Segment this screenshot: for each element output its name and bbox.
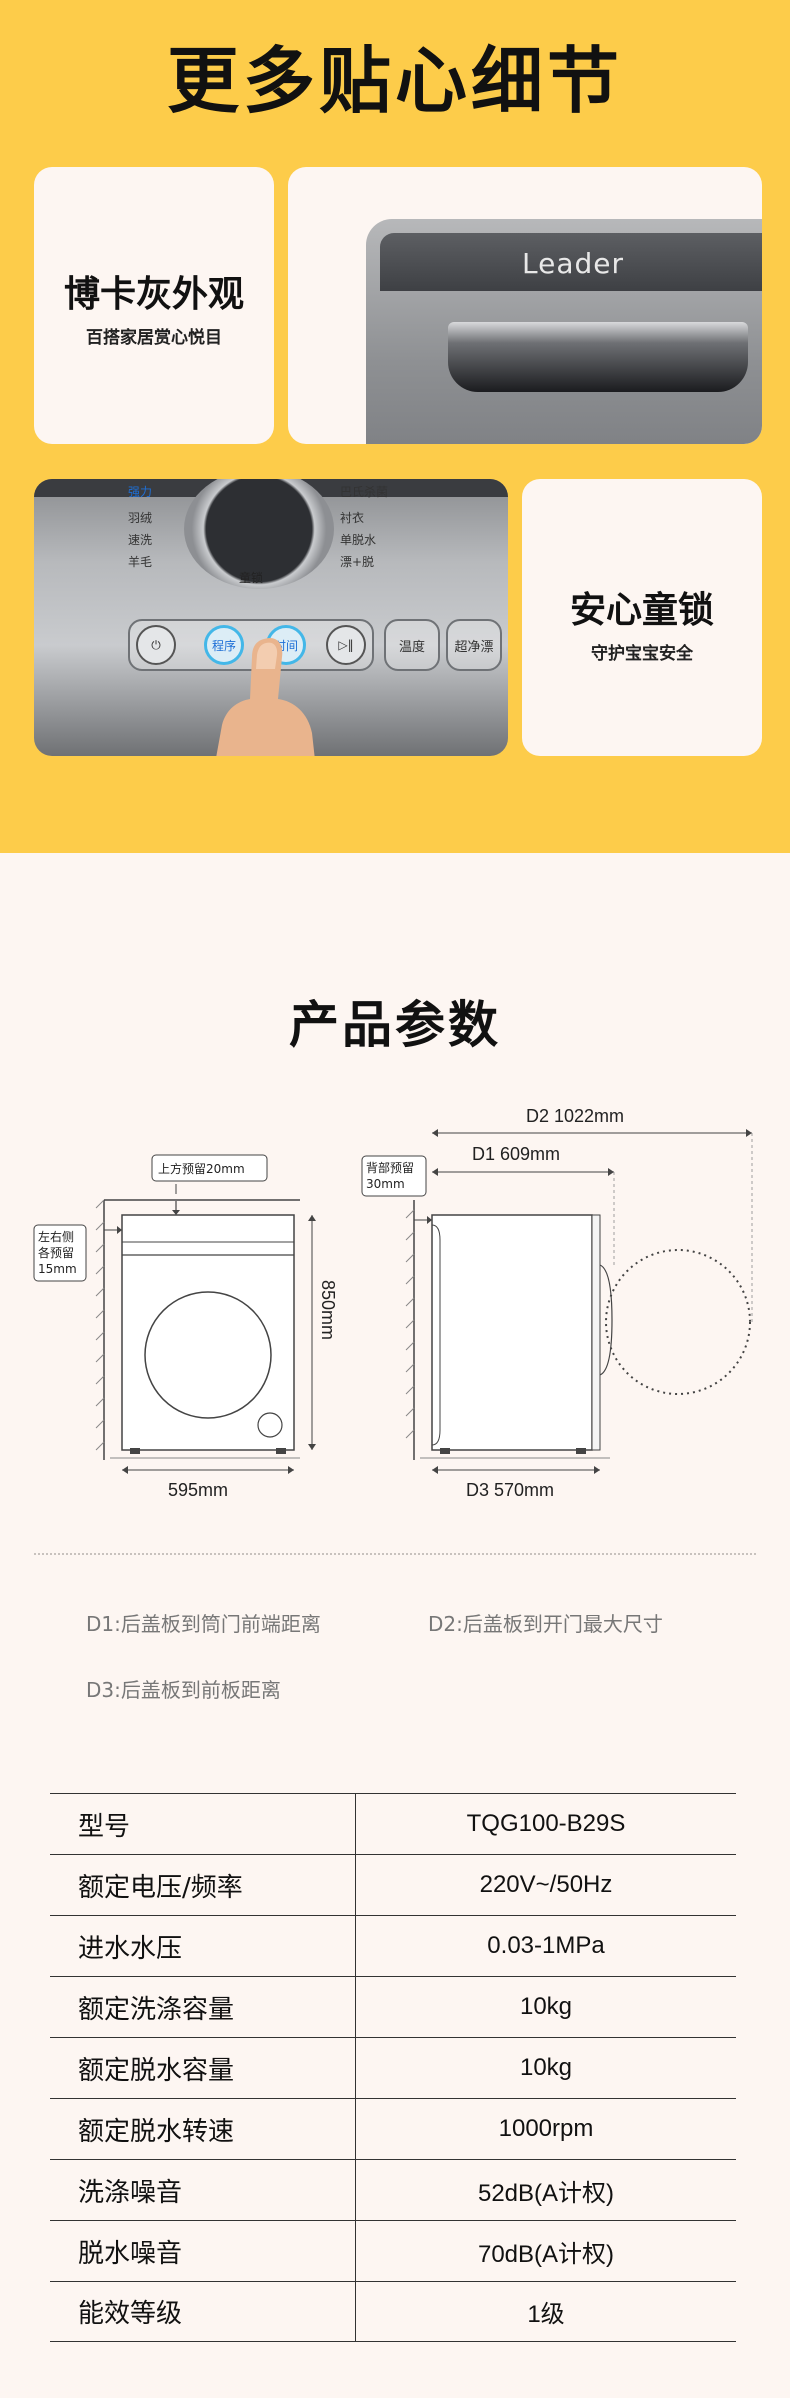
detergent-drawer (448, 322, 748, 392)
d2-label: D2 1022mm (526, 1106, 624, 1126)
table-row: 额定脱水容量 10kg (50, 2037, 736, 2098)
spec-value: 220V~/50Hz (355, 1855, 736, 1915)
side-reserve-line3: 15mm (38, 1262, 77, 1276)
panel-label-shirt: 衬衣 (340, 511, 365, 525)
spec-key: 进水水压 (78, 1933, 183, 1964)
dotted-divider (34, 1553, 756, 1555)
power-icon: ⏻ (151, 637, 161, 652)
spec-key: 脱水噪音 (78, 2238, 183, 2269)
panel-label-quick: 速洗 (128, 533, 153, 547)
back-reserve-line2: 30mm (366, 1177, 405, 1191)
spec-key: 能效等级 (78, 2299, 183, 2329)
dimension-diagram: 上方预留20mm 左右侧 各预留 15mm 850mm 595mm (33, 1106, 753, 1500)
start-pause-button[interactable]: ▷‖ (326, 625, 366, 665)
front-view: 上方预留20mm 左右侧 各预留 15mm 850mm 595mm (33, 1154, 338, 1500)
super-rinse-button[interactable]: 超净漂 (446, 619, 502, 671)
spec-key: 额定脱水容量 (78, 2055, 235, 2086)
panel-label-rinse: 漂+脱 (340, 555, 375, 569)
d1-label: D1 609mm (472, 1144, 560, 1164)
feature-card-appearance: 博卡灰外观 百搭家居赏心悦目 (34, 167, 274, 444)
spec-value: 1000rpm (355, 2099, 736, 2159)
params-title: 产品参数 (289, 996, 501, 1054)
panel-label-down: 羽绒 (128, 511, 153, 525)
control-panel-photo: 强力 羽绒 速洗 羊毛 巴氏杀菌 衬衣 单脱水 漂+脱 童锁 ⏻ 程序 时间 ▷… (34, 479, 508, 756)
program-button-label: 程序 (211, 638, 236, 653)
width-label: 595mm (168, 1480, 228, 1500)
panel-label-spin: 单脱水 (340, 533, 377, 547)
spec-key: 额定电压/频率 (78, 1872, 243, 1903)
machine-top-panel (380, 233, 762, 291)
feature-title-appearance: 博卡灰外观 (63, 274, 244, 315)
super-rinse-button-label: 超净漂 (454, 639, 494, 655)
feature-subtitle-appearance: 百搭家居赏心悦目 (86, 328, 222, 348)
spec-value: TQG100-B29S (355, 1794, 736, 1854)
power-button[interactable]: ⏻ (136, 625, 176, 665)
table-row: 进水水压 0.03-1MPa (50, 1915, 736, 1976)
spec-table: 型号 TQG100-B29S 额定电压/频率 220V~/50Hz 进水水压 0… (50, 1793, 736, 2342)
d3-label: D3 570mm (466, 1480, 554, 1500)
table-row: 额定脱水转速 1000rpm (50, 2098, 736, 2159)
panel-label-lock: 童锁 (239, 571, 264, 585)
side-view: 背部预留 30mm D2 1022mm D1 609mm D3 570mm (361, 1106, 753, 1500)
program-button[interactable]: 程序 (204, 625, 244, 665)
spec-value: 70dB(A计权) (355, 2221, 736, 2281)
table-row: 洗涤噪音 52dB(A计权) (50, 2159, 736, 2220)
side-reserve-line2: 各预留 (38, 1245, 74, 1260)
temperature-button[interactable]: 温度 (384, 619, 440, 671)
details-title: 更多贴心细节 (166, 39, 623, 123)
back-reserve-line1: 背部预留 (366, 1160, 414, 1175)
feature-title-child-lock: 安心童锁 (569, 590, 714, 631)
spec-value: 52dB(A计权) (355, 2160, 736, 2220)
legend-d1: D1:后盖板到筒门前端距离 (86, 1612, 321, 1636)
table-row: 脱水噪音 70dB(A计权) (50, 2220, 736, 2281)
legend-d2: D2:后盖板到开门最大尺寸 (428, 1612, 663, 1636)
table-row: 能效等级 1级 (50, 2281, 736, 2342)
top-reserve-label: 上方预留20mm (158, 1161, 245, 1176)
panel-label-strong: 强力 (128, 485, 153, 499)
temperature-button-label: 温度 (398, 639, 425, 655)
program-knob (184, 479, 334, 589)
height-label: 850mm (318, 1280, 338, 1340)
panel-label-wool: 羊毛 (128, 555, 153, 569)
table-row: 额定洗涤容量 10kg (50, 1976, 736, 2037)
finger-image (216, 638, 315, 756)
feature-subtitle-child-lock: 守护宝宝安全 (591, 644, 693, 664)
spec-value: 10kg (355, 1977, 736, 2037)
details-section: 更多贴心细节 博卡灰外观 百搭家居赏心悦目 Leader 强力 羽绒 速洗 羊毛… (0, 0, 790, 853)
spec-value: 0.03-1MPa (355, 1916, 736, 1976)
spec-value: 10kg (355, 2038, 736, 2098)
spec-key: 洗涤噪音 (78, 2177, 183, 2208)
brand-logo: Leader (522, 247, 625, 280)
feature-card-child-lock: 安心童锁 守护宝宝安全 (522, 479, 762, 756)
legend-d3: D3:后盖板到前板距离 (86, 1678, 281, 1702)
table-row: 型号 TQG100-B29S (50, 1793, 736, 1854)
spec-key: 型号 (78, 1811, 131, 1842)
spec-value: 1级 (355, 2282, 736, 2341)
side-reserve-line1: 左右侧 (38, 1229, 74, 1244)
machine-top-photo: Leader (288, 167, 762, 444)
panel-label-sterilize: 巴氏杀菌 (340, 485, 389, 499)
play-pause-icon: ▷‖ (338, 638, 354, 652)
table-row: 额定电压/频率 220V~/50Hz (50, 1854, 736, 1915)
spec-key: 额定洗涤容量 (78, 1994, 235, 2025)
spec-key: 额定脱水转速 (78, 2116, 235, 2147)
